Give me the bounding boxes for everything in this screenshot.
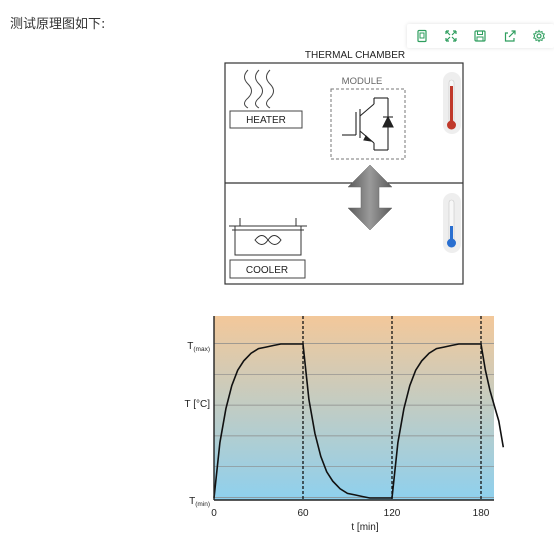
chart-x-label: t [min] bbox=[351, 522, 378, 533]
fullscreen-icon bbox=[445, 30, 457, 42]
x-tick-label: 0 bbox=[211, 508, 217, 519]
image-toolbar bbox=[407, 24, 554, 48]
hot-thermometer-icon bbox=[443, 72, 461, 134]
chamber-title: THERMAL CHAMBER bbox=[305, 50, 405, 61]
intro-text: 测试原理图如下: bbox=[10, 17, 106, 32]
fullscreen-button[interactable] bbox=[442, 27, 460, 45]
x-tick-label: 120 bbox=[384, 508, 401, 519]
heater-label-box bbox=[229, 110, 303, 129]
screenshot-icon bbox=[417, 29, 427, 43]
chart-grid bbox=[214, 343, 494, 498]
y-tick-label: T(max) bbox=[187, 341, 210, 353]
module-box bbox=[330, 88, 406, 160]
settings-button[interactable] bbox=[530, 27, 548, 45]
chart-y-ticks: T(min) T [°C] T(max) bbox=[185, 341, 211, 508]
heat-waves-icon bbox=[244, 69, 274, 109]
thermal-chamber-diagram: THERMAL CHAMBER HEATER MODULE bbox=[224, 50, 464, 285]
heater-label: HEATER bbox=[246, 115, 286, 126]
settings-icon bbox=[533, 29, 546, 43]
y-tick-label: T [°C] bbox=[185, 399, 211, 410]
save-button[interactable] bbox=[471, 27, 489, 45]
x-tick-label: 180 bbox=[473, 508, 490, 519]
fan-icon bbox=[229, 218, 307, 256]
chamber-box bbox=[224, 62, 464, 285]
share-icon bbox=[504, 30, 516, 42]
x-tick-label: 60 bbox=[297, 508, 309, 519]
temperature-chart: 0 60 120 180 T(min) T [°C] T(max) t [min] bbox=[185, 316, 505, 533]
save-icon bbox=[474, 30, 487, 42]
double-arrow-icon bbox=[347, 164, 393, 231]
igbt-symbol-icon bbox=[342, 97, 394, 151]
chart-x-ticks: 0 60 120 180 bbox=[211, 508, 490, 519]
module-label: MODULE bbox=[342, 76, 383, 87]
screenshot-button[interactable] bbox=[413, 27, 431, 45]
y-tick-label: T(min) bbox=[189, 496, 210, 508]
cooler-label-box bbox=[229, 259, 306, 279]
share-button[interactable] bbox=[501, 27, 519, 45]
chart-series-line bbox=[213, 343, 505, 499]
cold-thermometer-icon bbox=[443, 193, 461, 253]
cooler-label: COOLER bbox=[246, 265, 288, 276]
